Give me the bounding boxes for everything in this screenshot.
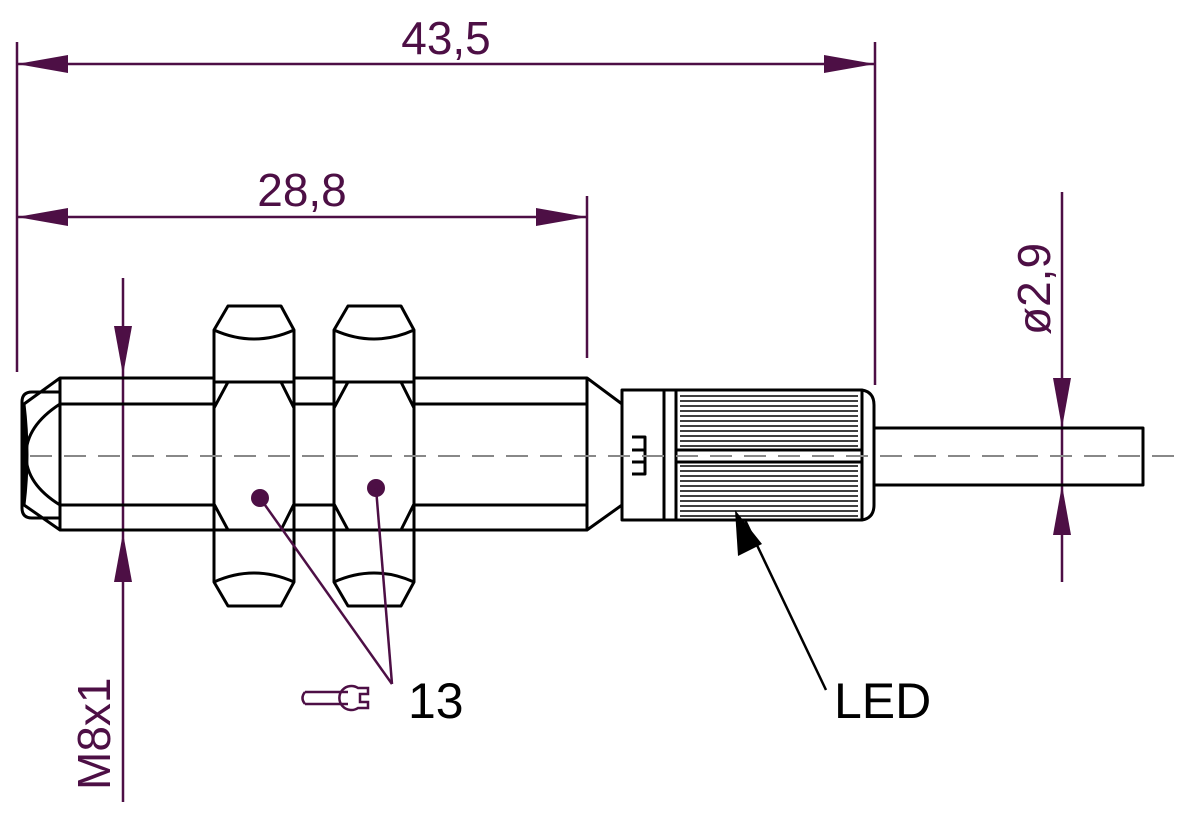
wrench-size-callout: 13 [258,487,464,729]
led-arrowhead [735,510,762,556]
wrench-size-label: 13 [408,673,464,729]
sensor-body [20,376,624,532]
cable-diameter-label: ø2,9 [1008,243,1060,335]
thread-spec-label: M8x1 [68,678,120,790]
led-label: LED [834,673,931,729]
led-ring-ribs [680,395,858,517]
led-callout: LED [735,510,931,729]
dimension-overall-length: 43,5 [15,12,877,385]
dimension-thread: M8x1 [68,278,132,802]
cable [874,426,1145,487]
dimension-thread-length: 28,8 [17,164,589,358]
thread-length-label: 28,8 [257,164,347,216]
overall-length-label: 43,5 [401,12,491,64]
dimension-cable-diameter: ø2,9 [1008,192,1071,582]
wrench-icon [301,684,370,712]
